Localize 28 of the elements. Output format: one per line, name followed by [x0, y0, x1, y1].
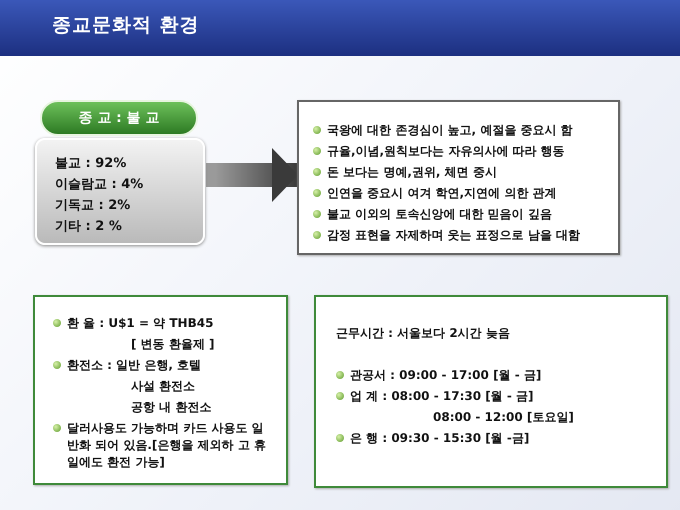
list-item-text: 은 행 : 09:30 - 15:30 [월 -금] — [350, 430, 530, 447]
list-item-text: 공항 내 환전소 — [131, 399, 212, 416]
list-item-text: 사설 환전소 — [131, 378, 196, 395]
list-item-text: [ 변동 환율제 ] — [131, 336, 215, 353]
list-item-text: 달러사용도 가능하며 카드 사용도 일반화 되어 있음.[은행을 제외하 고 휴일에도 환전 가능] — [67, 420, 267, 471]
list-item-text: 업 계 : 08:00 - 17:30 [월 - 금] — [350, 388, 534, 405]
stat-text: 기타 : 2 % — [55, 218, 122, 235]
list-item-text: 불교 이외의 토속신앙에 대한 믿음이 깊음 — [327, 206, 552, 223]
slide-title: 종교문화적 환경 — [52, 13, 200, 38]
text-panel — [314, 295, 668, 488]
list-item-text: 감정 표현을 자제하며 웃는 표정으로 남을 대함 — [327, 227, 580, 244]
text-panel — [297, 100, 620, 255]
list-item-text: 08:00 - 12:00 [토요일] — [433, 409, 574, 426]
list-item-text: 인연을 중요시 여겨 학연,지연에 의한 관계 — [327, 185, 556, 202]
list-item-text: 돈 보다는 명예,권위, 체면 중시 — [327, 164, 497, 181]
list-item-text: 국왕에 대한 존경심이 높고, 예절을 중요시 함 — [327, 122, 573, 139]
stat-text: 불교 : 92% — [55, 155, 126, 172]
religion-card — [35, 100, 205, 245]
heading-pill: 종 교 : 불 교 — [40, 100, 198, 136]
text-panel — [33, 295, 288, 485]
list-item-text: 규율,이념,원칙보다는 자유의사에 따라 행동 — [327, 143, 565, 160]
list-item-text: 근무시간 : 서울보다 2시간 늦음 — [336, 325, 510, 342]
list-item-text: 관공서 : 09:00 - 17:00 [월 - 금] — [350, 367, 542, 384]
stat-text: 기독교 : 2% — [55, 197, 130, 214]
stat-text: 이슬람교 : 4% — [55, 176, 144, 193]
list-item-text: 환전소 : 일반 은행, 호텔 — [67, 357, 202, 374]
list-item-text: 환 율 : U$1 = 약 THB45 — [67, 315, 214, 332]
block-arrow — [206, 148, 298, 202]
